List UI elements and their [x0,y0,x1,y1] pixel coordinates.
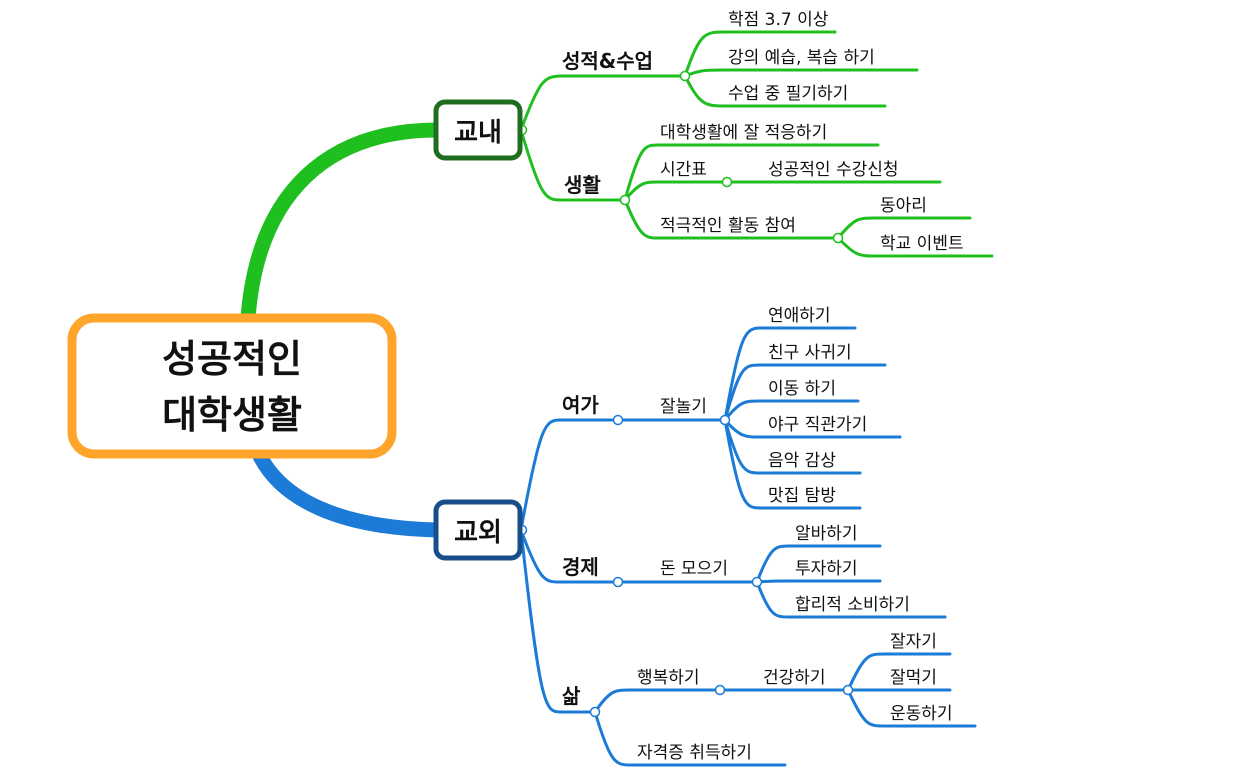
economy-item-1[interactable]: 알바하기 [795,524,858,544]
leisure-sub[interactable]: 잘놀기 [660,397,707,417]
life-activity[interactable]: 적극적인 활동 참여 [660,216,796,236]
leisure-topic[interactable]: 여가 [562,393,599,417]
leisure-item-3[interactable]: 이동 하기 [768,379,836,399]
leisure-item-2[interactable]: 친구 사귀기 [768,343,852,363]
connector-root-campus [240,122,446,326]
life-timetable[interactable]: 시간표 [660,160,707,180]
leisure-item-4[interactable]: 야구 직관가기 [768,415,867,435]
economy-item-2[interactable]: 투자하기 [795,559,858,579]
grades-item-2[interactable]: 강의 예습, 복습 하기 [728,48,875,68]
health-item-1[interactable]: 잘자기 [890,632,937,652]
leisure-item-6[interactable]: 맛집 탐방 [768,486,836,506]
economy-topic[interactable]: 경제 [562,555,599,579]
life-topic[interactable]: 생활 [564,173,601,197]
grades-item-1[interactable]: 학점 3.7 이상 [728,10,829,30]
living-happy[interactable]: 행복하기 [637,668,700,688]
living-topic[interactable]: 삶 [562,684,581,708]
life-timetable-child[interactable]: 성공적인 수강신청 [768,160,899,180]
living-health[interactable]: 건강하기 [763,668,826,688]
activity-item-2[interactable]: 학교 이벤트 [880,234,964,254]
living-cert[interactable]: 자격증 취득하기 [637,743,752,763]
life-adapt[interactable]: 대학생활에 잘 적응하기 [660,123,827,143]
grades-item-3[interactable]: 수업 중 필기하기 [728,84,848,104]
outside-label: 교외 [454,518,502,548]
outside-node[interactable]: 교외 [433,499,523,561]
outside-branch-lines [519,326,977,767]
economy-item-3[interactable]: 합리적 소비하기 [795,595,910,615]
activity-item-1[interactable]: 동아리 [880,196,927,216]
health-item-3[interactable]: 운동하기 [890,704,953,724]
campus-node[interactable]: 교내 [433,99,523,161]
health-item-2[interactable]: 잘먹기 [890,668,937,688]
economy-sub[interactable]: 돈 모으기 [660,559,728,579]
grades-topic[interactable]: 성적&수업 [562,49,653,73]
campus-label: 교내 [454,118,502,148]
root-title-line1: 성공적인 [162,337,302,381]
root-node[interactable]: 성공적인 대학생활 [67,313,397,459]
connector-root-outside [250,444,446,538]
root-title-line2: 대학생활 [162,393,302,437]
leisure-item-5[interactable]: 음악 감상 [768,451,836,471]
leisure-item-1[interactable]: 연애하기 [768,306,831,326]
